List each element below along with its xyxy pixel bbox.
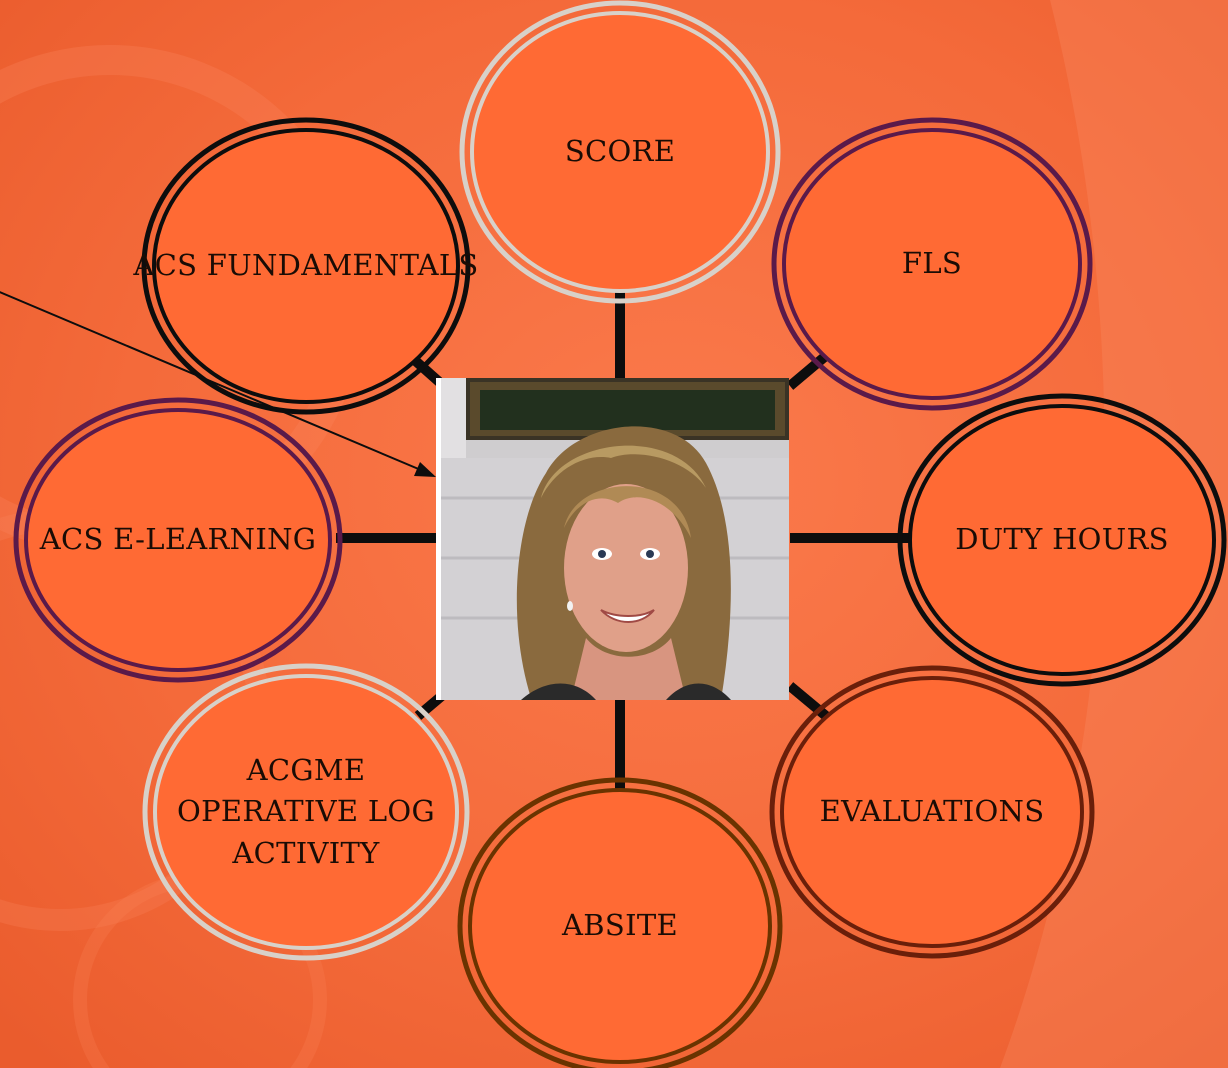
pointer-arrow	[0, 291, 436, 477]
node-ring-outer	[457, 777, 783, 1068]
node-duty-hours	[897, 393, 1227, 687]
center-portrait	[436, 378, 789, 700]
node-ring-outer	[142, 663, 470, 961]
node-label-evaluations: EVALUATIONS	[819, 794, 1045, 829]
node-label-absite: ABSITE	[562, 908, 678, 943]
node-ring-outer	[141, 117, 471, 415]
node-label-duty-hours: DUTY HOURS	[955, 522, 1169, 557]
connector-fls	[786, 350, 832, 390]
node-absite	[457, 777, 783, 1068]
node-circles	[13, 0, 1227, 1068]
node-circle	[780, 676, 1084, 948]
node-score	[459, 0, 781, 304]
node-ring-outer	[459, 0, 781, 304]
node-label-fls: FLS	[901, 246, 963, 281]
node-ring-outer	[771, 117, 1093, 411]
node-circle	[782, 128, 1082, 400]
node-circle	[470, 11, 770, 293]
node-circle	[152, 128, 460, 404]
node-circle	[24, 408, 332, 672]
node-ring-outer	[13, 397, 343, 683]
node-circle	[908, 404, 1216, 676]
node-label-acs-e-learning: ACS E-LEARNING	[39, 522, 317, 557]
node-fls	[771, 117, 1093, 411]
node-label-score: SCORE	[564, 134, 676, 169]
node-evaluations	[769, 665, 1095, 959]
node-ring-outer	[897, 393, 1227, 687]
node-ring-outer	[769, 665, 1095, 959]
node-acs-fundamentals	[141, 117, 471, 415]
node-acgme	[142, 663, 470, 961]
node-label-acs-fundamentals: ACS FUNDAMENTALS	[133, 248, 479, 283]
node-circle	[153, 674, 459, 950]
node-circle	[468, 788, 772, 1064]
node-acs-e-learning	[13, 397, 343, 683]
